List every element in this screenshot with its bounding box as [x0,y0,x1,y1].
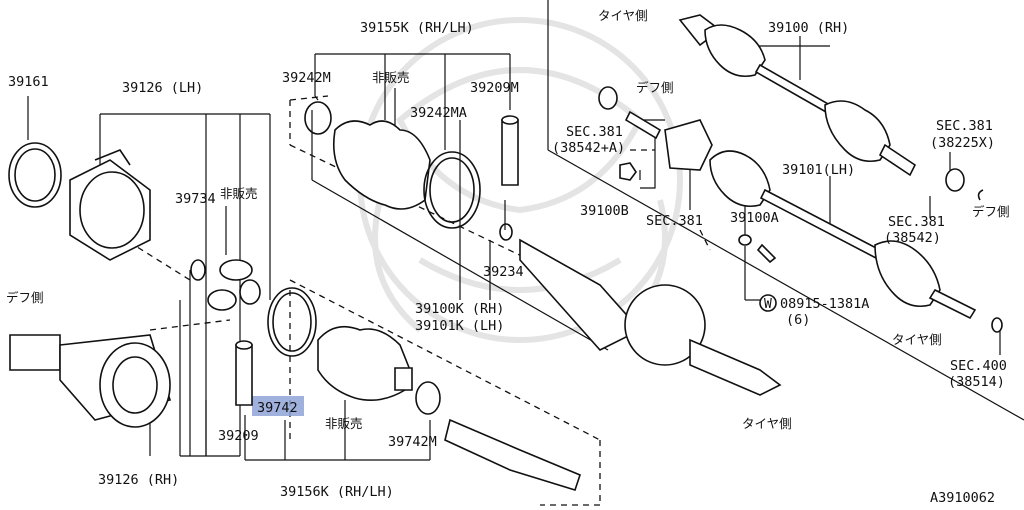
label-39126-lh: 39126 (LH) [122,80,203,96]
label-sec381-mid: SEC.381 [646,213,703,229]
highlight-39742 [252,396,304,416]
label-sec381-x-sub: (38225X) [930,135,995,151]
label-39742: 39742 [257,400,298,416]
label-sec381-a-sub: (38542+A) [552,140,625,156]
label-qty-6: (6) [786,312,810,328]
snap-ring-39734 [190,259,206,281]
label-39161: 39161 [8,74,49,90]
label-39100k: 39100K (RH) [415,301,504,317]
band-39242ma [423,151,481,229]
label-39101-lh: 39101(LH) [782,162,855,178]
nut-39100b [619,162,637,181]
grease-39209m [501,115,519,186]
washer-39100a [738,234,752,246]
label-not-for-sale-3: 非販売 [325,416,363,431]
spider-assembly [207,259,261,311]
snap-ring-right-38514 [991,317,1003,333]
label-39100a: 39100A [730,210,779,226]
label-tire-side-bottom: タイヤ側 [742,416,792,431]
label-sec400-title: SEC.400 [950,358,1007,374]
label-39734: 39734 [175,191,216,207]
label-diff-side-left: デフ側 [6,290,44,305]
label-w-mark: W [764,297,772,312]
hub-flange-sec381 [624,110,713,171]
band-39742m [415,381,441,415]
seal-right-38542 [945,168,965,192]
seal-left-top [598,86,618,110]
band-39742 [267,287,317,357]
driveshaft-39100-rh [678,14,917,177]
label-39100b: 39100B [580,203,629,219]
label-39156k: 39156K (RH/LH) [280,484,394,500]
label-39242ma: 39242MA [410,105,467,121]
label-figure-code: A3910062 [930,490,995,506]
shaft-39100k [519,238,782,396]
label-sec381-a-title: SEC.381 [566,124,623,140]
label-not-for-sale-2: 非販売 [372,70,410,85]
bolt-08915 [756,243,777,264]
label-39742m: 39742M [388,434,437,450]
clip-right-top [977,189,984,201]
grease-39209 [235,340,253,406]
label-39209m: 39209M [470,80,519,96]
joint-housing-39126-rh [9,334,172,428]
label-08915: 08915-1381A [780,296,869,312]
band-39242m [304,101,332,135]
snap-ring-39161 [8,142,62,208]
boot-39156k [317,325,413,401]
label-39100-rh: 39100 (RH) [768,20,849,36]
labels: 39161 39126 (LH) 39734 非販売 デフ側 39126 (RH… [6,8,1010,506]
label-39242m: 39242M [282,70,331,86]
washer-symbol [759,294,777,312]
label-diff-side-right: デフ側 [972,204,1010,219]
label-39155k: 39155K (RH/LH) [360,20,474,36]
outer-shaft-lower [444,418,581,491]
label-sec381-b-title: SEC.381 [888,214,945,230]
housing-tripod-39126-lh [69,149,151,261]
label-39101k-kit: 39101K (LH) [415,318,504,334]
driveshaft-39101-lh [709,150,977,320]
label-39234: 39234 [483,264,524,280]
snap-ring-39234 [499,223,513,241]
boot-39155k [332,120,431,210]
label-diff-side-top: デフ側 [636,80,674,95]
label-tire-side-top: タイヤ側 [598,8,648,23]
label-tire-side-right: タイヤ側 [892,332,942,347]
label-not-for-sale-1: 非販売 [220,186,258,201]
label-39209: 39209 [218,428,259,444]
label-sec381-b-sub: (38542) [884,230,941,246]
label-sec381-x-title: SEC.381 [936,118,993,134]
label-39126-rh: 39126 (RH) [98,472,179,488]
label-sec400-sub: (38514) [948,374,1005,390]
